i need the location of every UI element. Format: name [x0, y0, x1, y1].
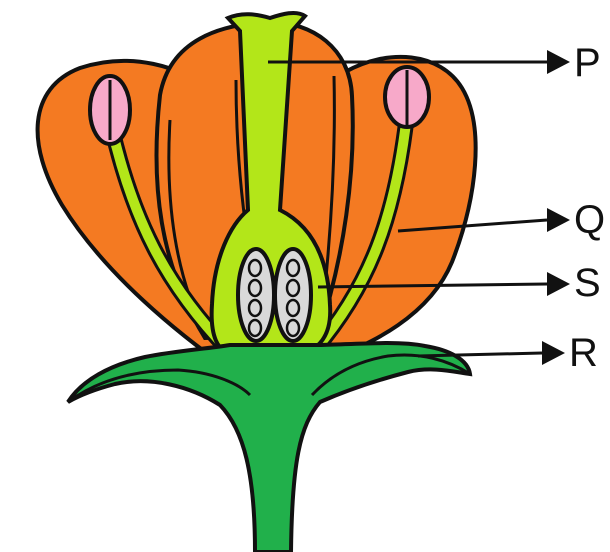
sepal-stem-group: [68, 343, 470, 552]
ovule-left-3: [249, 300, 261, 316]
ovule-left-1: [249, 260, 261, 276]
arrow-q-head: [547, 208, 570, 232]
ovule-right-2: [287, 280, 299, 296]
label-s: S: [574, 261, 601, 305]
label-q: Q: [574, 198, 605, 242]
label-p: P: [574, 41, 601, 85]
ovule-right-3: [287, 300, 299, 316]
arrow-r-head: [542, 341, 565, 365]
ovule-right-1: [287, 260, 299, 276]
label-text-group: P Q S R: [569, 41, 605, 375]
arrow-s-head: [547, 272, 570, 296]
label-r: R: [569, 331, 598, 375]
ovule-right-4: [287, 320, 299, 336]
ovule-left-2: [249, 280, 261, 296]
ovule-left-4: [249, 320, 261, 336]
arrow-p-head: [547, 50, 570, 74]
